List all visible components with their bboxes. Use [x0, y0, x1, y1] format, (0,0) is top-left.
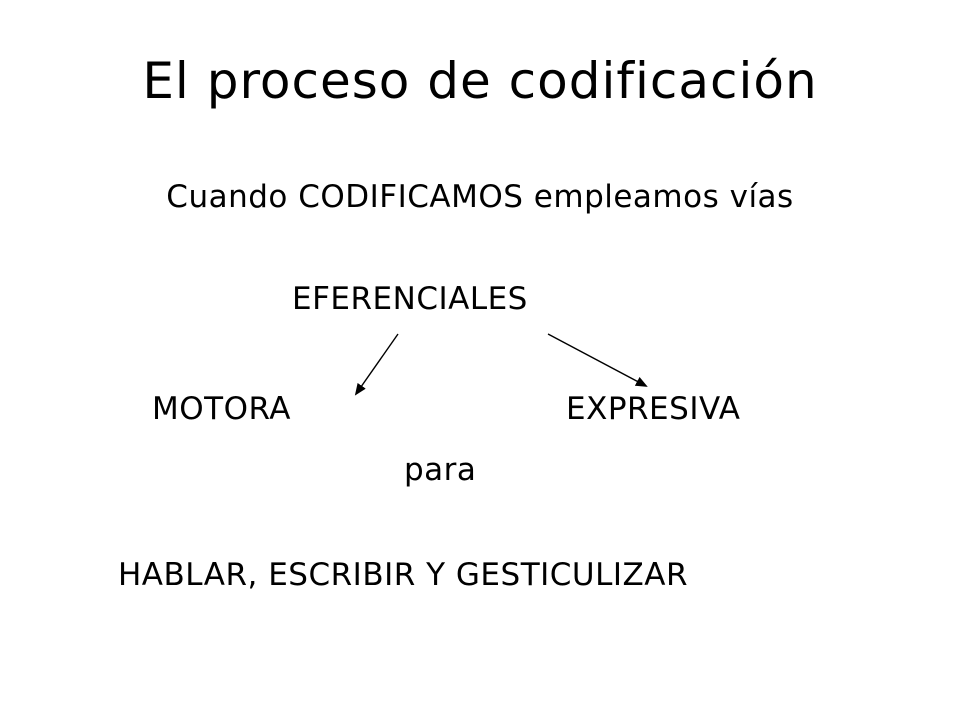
- connector-word: para: [404, 452, 477, 488]
- arrow-to-motora: [354, 333, 399, 396]
- branch-right-label: EXPRESIVA: [566, 391, 741, 427]
- branch-left-label: MOTORA: [152, 391, 291, 427]
- slide-title: El proceso de codificación: [142, 52, 818, 110]
- intro-line: Cuando CODIFICAMOS empleamos vías: [166, 179, 794, 215]
- arrow-to-expresiva: [547, 333, 648, 387]
- center-term: EFERENCIALES: [292, 281, 528, 317]
- outcome-line: HABLAR, ESCRIBIR Y GESTICULIZAR: [118, 557, 689, 593]
